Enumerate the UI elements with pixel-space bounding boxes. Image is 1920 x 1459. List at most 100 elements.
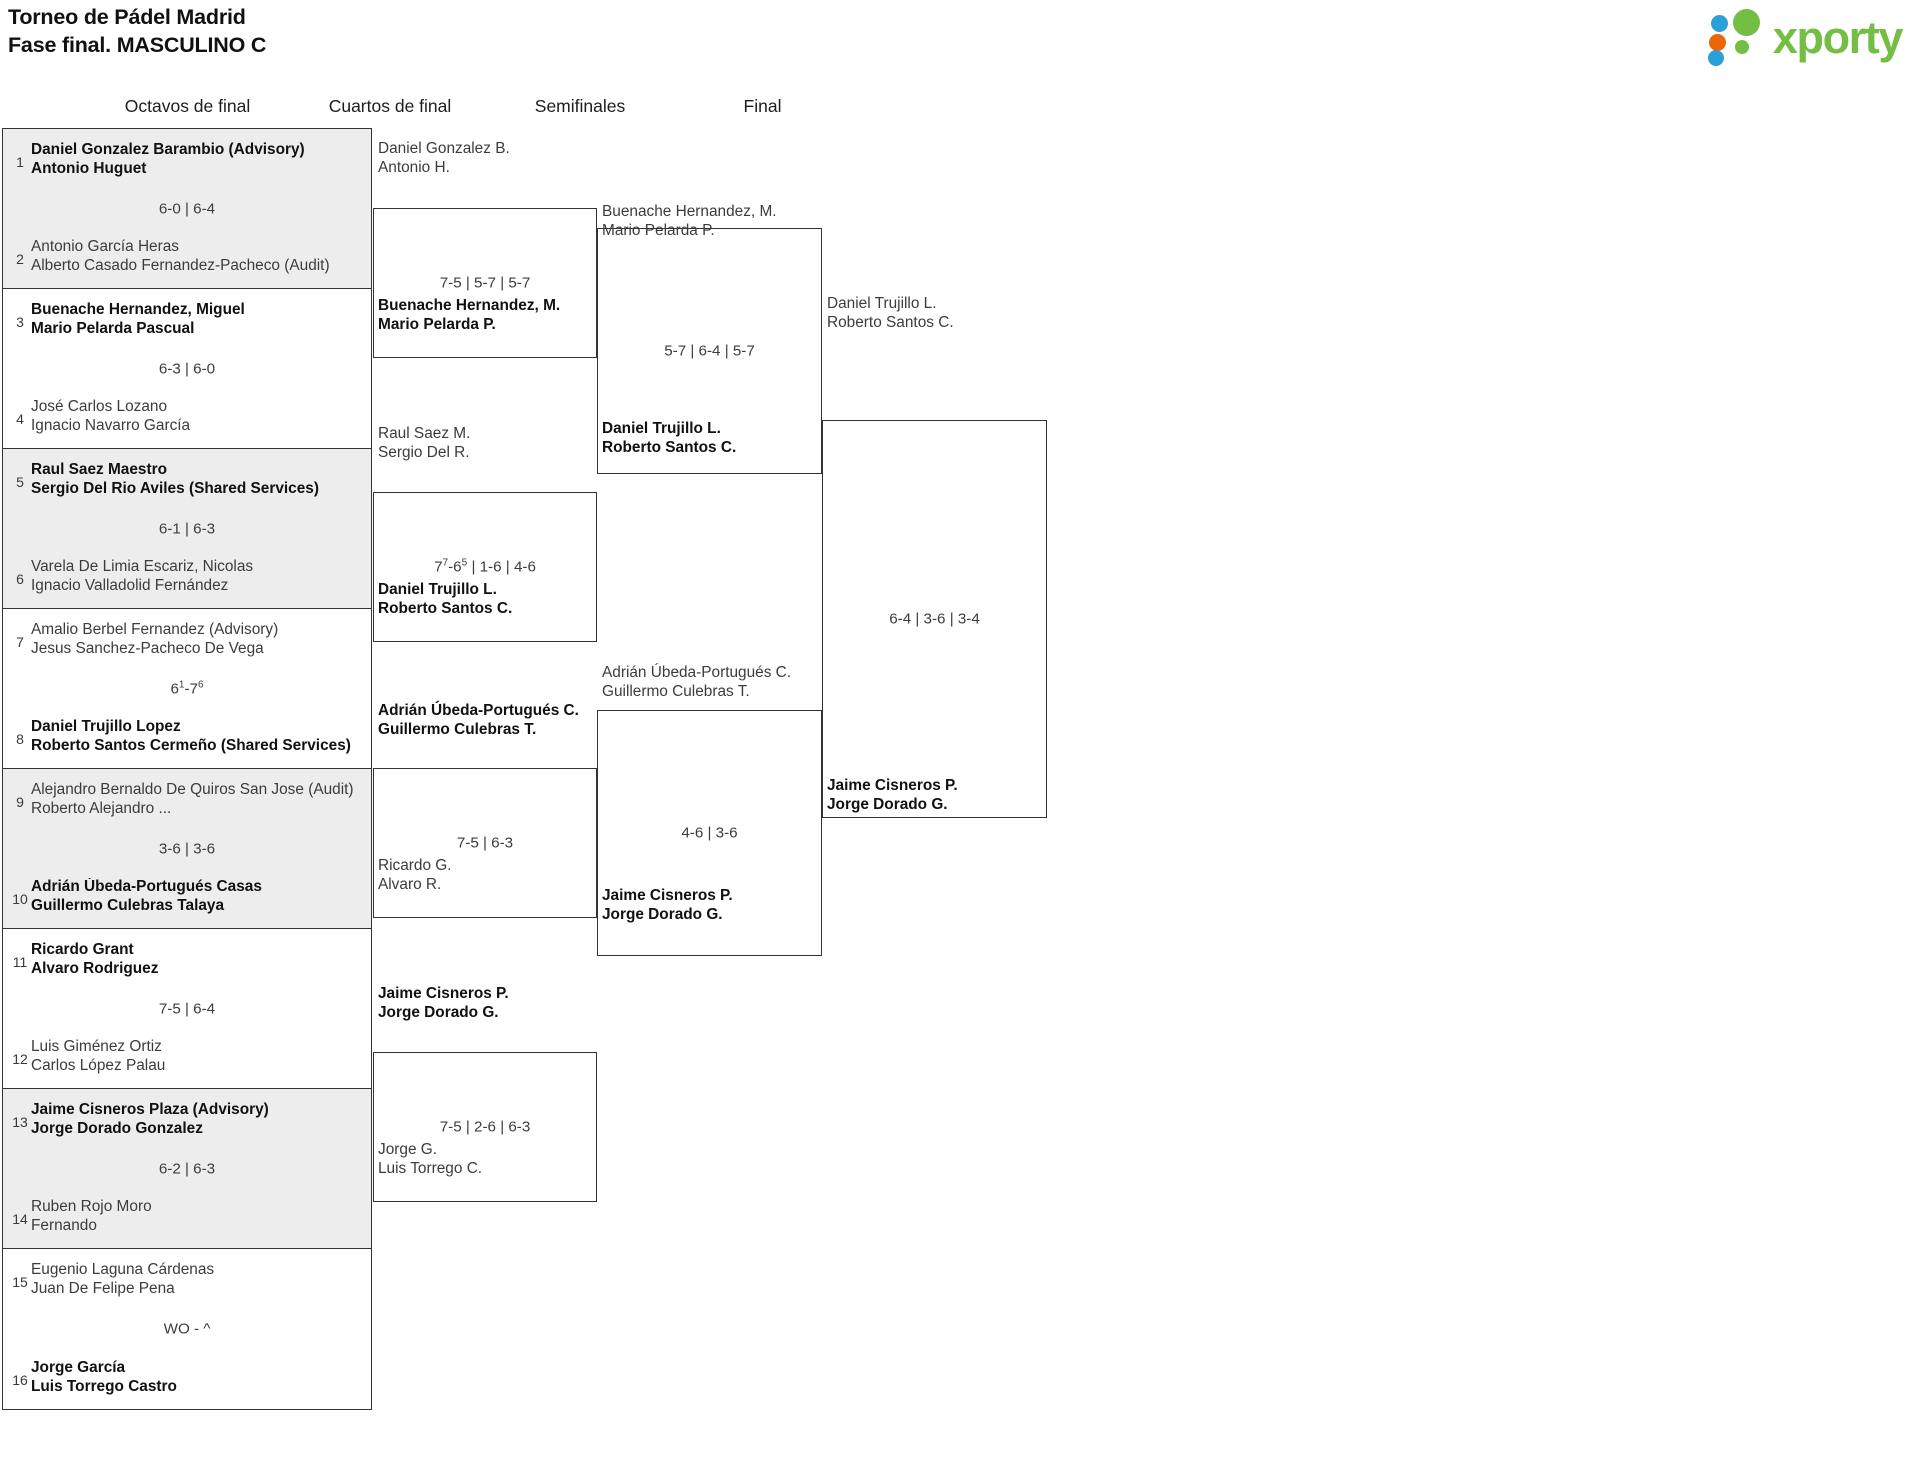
qf-entry-6[interactable]: Ricardo G.Alvaro R. (378, 857, 452, 895)
sf-match-1[interactable]: 5-7 | 6-4 | 5-7 (597, 228, 822, 474)
qf-entry-3[interactable]: Raul Saez M.Sergio Del R. (378, 425, 470, 463)
qf-match-2-score: 77-65 | 1-6 | 4-6 (434, 557, 536, 576)
player-1: Adrián Úbeda-Portugués C. (378, 702, 579, 719)
sf-entry-1[interactable]: Buenache Hernandez, M.Mario Pelarda P. (602, 203, 777, 241)
r16-entry-1[interactable]: 1 Daniel Gonzalez Barambio (Advisory)Anto… (3, 141, 371, 179)
player-1: Buenache Hernandez, M. (602, 203, 777, 220)
player-2: Jorge Dorado G. (378, 1003, 499, 1021)
seed-number: 9 (16, 794, 24, 810)
player-2: Juan De Felipe Pena (31, 1279, 175, 1297)
player-1: Jaime Cisneros P. (378, 985, 509, 1002)
player-1: Jorge García (31, 1359, 126, 1377)
seed-number: 8 (16, 731, 24, 748)
player-1: Adrián Úbeda-Portugués Casas (31, 878, 262, 896)
r16-score-5: 3-6 | 3-6 (158, 840, 216, 857)
qf-match-3[interactable]: 7-5 | 6-3 (373, 768, 597, 918)
sf-entry-2[interactable]: Daniel Trujillo L.Roberto Santos C. (602, 420, 736, 458)
seed-number: 16 (12, 1372, 28, 1389)
sf-entry-4[interactable]: Jaime Cisneros P.Jorge Dorado G. (602, 887, 733, 925)
qf-entry-5[interactable]: Adrián Úbeda-Portugués C.Guillermo Culeb… (378, 702, 579, 740)
player-1: Raul Saez Maestro (31, 461, 167, 478)
tournament-phase: Fase final. MASCULINO C (8, 32, 267, 57)
player-2: Luis Torrego C. (378, 1159, 483, 1177)
player-1: Ricardo G. (378, 857, 452, 874)
seed-number: 15 (12, 1274, 28, 1290)
qf-entry-2[interactable]: Buenache Hernandez, M.Mario Pelarda P. (378, 297, 560, 335)
logo-dots-icon (1707, 9, 1765, 66)
team-names: Amalio Berbel Fernandez (Advisory)Jesus … (31, 621, 367, 659)
seed-number: 4 (16, 411, 24, 428)
r16-entry-9[interactable]: 9 Alejandro Bernaldo De Quiros San Jose (… (3, 781, 371, 819)
sf-match-2[interactable]: 4-6 | 3-6 (597, 710, 822, 956)
r16-match-5[interactable]: 9 Alejandro Bernaldo De Quiros San Jose (… (3, 769, 371, 929)
team-names: Daniel Gonzalez Barambio (Advisory)Anton… (31, 141, 367, 179)
player-2: Alvaro R. (378, 875, 442, 893)
player-1: Jaime Cisneros P. (602, 887, 733, 904)
final-entry-1[interactable]: Daniel Trujillo L.Roberto Santos C. (827, 295, 954, 333)
player-2: Antonio H. (378, 158, 450, 176)
player-1: Ruben Rojo Moro (31, 1198, 152, 1216)
sf-entry-3[interactable]: Adrián Úbeda-Portugués C.Guillermo Culeb… (602, 664, 791, 702)
qf-match-4[interactable]: 7-5 | 2-6 | 6-3 (373, 1052, 597, 1202)
seed-number: 1 (16, 154, 24, 170)
qf-entry-1[interactable]: Daniel Gonzalez B.Antonio H. (378, 140, 510, 178)
player-1: Daniel Gonzalez B. (378, 140, 510, 157)
seed-number: 11 (12, 954, 28, 970)
player-2: Alberto Casado Fernandez-Pacheco (Audit) (31, 257, 330, 275)
r16-score-8: WO - ^ (163, 1320, 211, 1338)
r16-score-6: 7-5 | 6-4 (158, 1000, 216, 1017)
qf-match-2[interactable]: 77-65 | 1-6 | 4-6 (373, 492, 597, 642)
round-heading-r16: Octavos de final (124, 96, 251, 116)
qf-match-1[interactable]: 7-5 | 5-7 | 5-7 (373, 208, 597, 358)
player-1: Varela De Limia Escariz, Nicolas (31, 558, 254, 576)
team-names: Jaime Cisneros Plaza (Advisory)Jorge Dor… (31, 1101, 367, 1139)
r16-score-3: 6-1 | 6-3 (158, 520, 216, 537)
player-2: Antonio Huguet (31, 159, 147, 177)
seed-number: 14 (12, 1211, 28, 1228)
final-entry-2[interactable]: Jaime Cisneros P.Jorge Dorado G. (827, 777, 958, 815)
team-names: Alejandro Bernaldo De Quiros San Jose (A… (31, 781, 367, 819)
player-1: Daniel Trujillo L. (827, 295, 937, 312)
player-1: Daniel Trujillo Lopez (31, 718, 181, 736)
round-heading-f: Final (743, 96, 782, 116)
qf-entry-7[interactable]: Jaime Cisneros P.Jorge Dorado G. (378, 985, 509, 1023)
player-1: Daniel Gonzalez Barambio (Advisory) (31, 141, 305, 158)
player-2: Jorge Dorado Gonzalez (31, 1119, 203, 1137)
page-title: Torneo de Pádel Madrid Fase final. MASCU… (8, 4, 266, 59)
player-2: Guillermo Culebras T. (602, 682, 750, 700)
final-match[interactable]: 6-4 | 3-6 | 3-4 (822, 420, 1047, 818)
qf-entry-8[interactable]: Jorge G.Luis Torrego C. (378, 1141, 482, 1179)
player-1: Antonio García Heras (31, 238, 179, 256)
player-2: Mario Pelarda P. (378, 315, 496, 333)
player-1: Buenache Hernandez, Miguel (31, 301, 245, 318)
player-1: Amalio Berbel Fernandez (Advisory) (31, 621, 279, 638)
qf-entry-4[interactable]: Daniel Trujillo L.Roberto Santos C. (378, 581, 512, 619)
sf-match-1-score: 5-7 | 6-4 | 5-7 (664, 342, 755, 360)
